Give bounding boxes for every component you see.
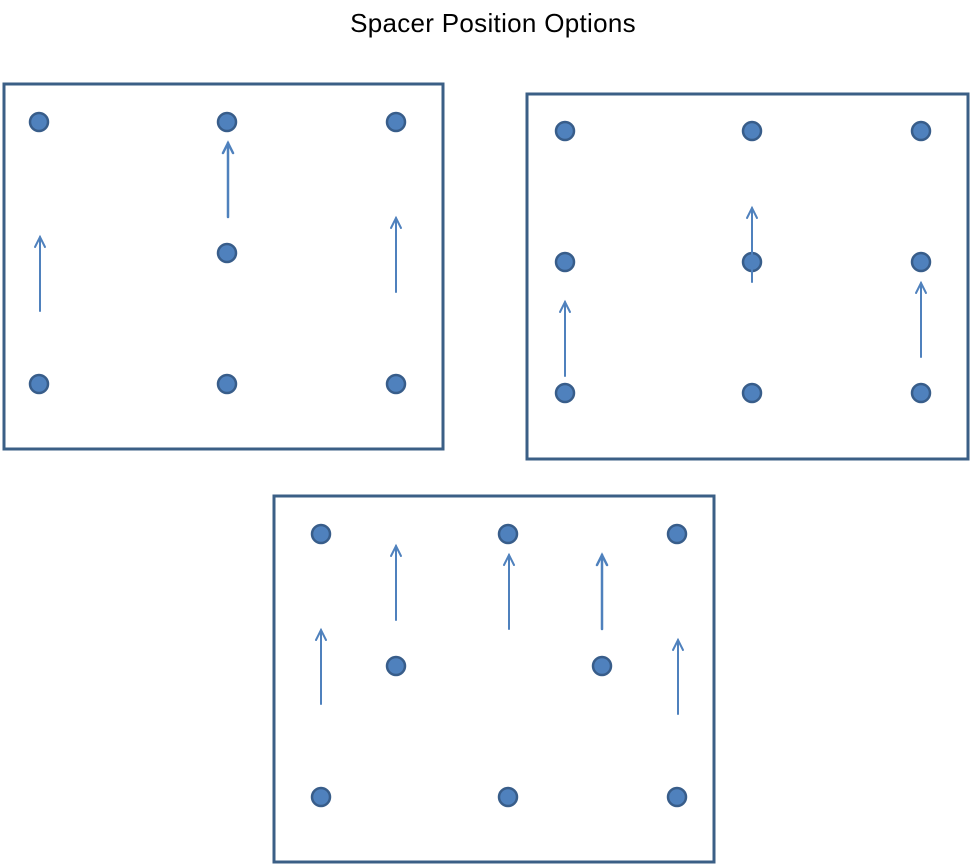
spacer-dot (666, 786, 688, 808)
spacer-dot (741, 382, 763, 404)
spacer-dot (385, 373, 407, 395)
up-arrow (221, 140, 235, 219)
spacer-dot (910, 251, 932, 273)
spacer-dot (554, 251, 576, 273)
spacer-dot (216, 111, 238, 133)
panel-option-2 (525, 92, 970, 461)
up-arrow (746, 205, 758, 283)
spacer-dot (28, 111, 50, 133)
panel-border (525, 92, 970, 461)
spacer-dot (216, 373, 238, 395)
spacer-dot (497, 786, 519, 808)
spacer-dot (310, 523, 332, 545)
spacer-dot (497, 523, 519, 545)
spacer-dot (385, 655, 407, 677)
spacer-dot (666, 523, 688, 545)
up-arrow (595, 552, 609, 631)
panel-option-1 (2, 82, 445, 451)
up-arrow (672, 637, 684, 715)
panel-border (2, 82, 445, 451)
spacer-dot (910, 120, 932, 142)
spacer-dot (591, 655, 613, 677)
up-arrow (34, 234, 46, 312)
up-arrow (503, 552, 515, 630)
spacer-dot (216, 242, 238, 264)
spacer-dot (910, 382, 932, 404)
up-arrow (390, 215, 402, 293)
up-arrow (315, 627, 327, 705)
spacer-dot (310, 786, 332, 808)
spacer-dot (554, 120, 576, 142)
diagram-title: Spacer Position Options (350, 8, 636, 38)
panel-border (272, 494, 716, 864)
up-arrow (390, 543, 402, 621)
spacer-dot (554, 382, 576, 404)
panel-option-3 (272, 494, 716, 864)
up-arrow (559, 299, 571, 377)
spacer-dot (28, 373, 50, 395)
up-arrow (915, 280, 927, 358)
spacer-dot (385, 111, 407, 133)
spacer-dot (741, 120, 763, 142)
